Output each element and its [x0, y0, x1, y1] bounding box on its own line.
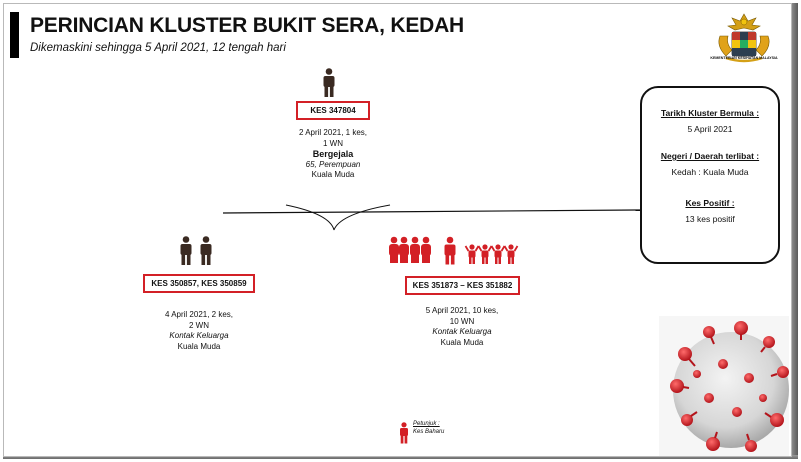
index-case-date: 2 April 2021, 1 kes, [298, 128, 368, 137]
index-case-label: KES 347804 [296, 101, 370, 120]
legend: Petunjuk : Kes Baharu [413, 421, 444, 436]
group-b-info: 5 April 2021, 10 kes, 10 WN Kontak Kelua… [402, 306, 522, 348]
group-a-relation: Kontak Keluarga [169, 331, 229, 340]
group-a-nationality: 2 WN [189, 320, 209, 330]
slide-edge-shadow-bottom [3, 455, 798, 459]
group-b-nationality: 10 WN [449, 316, 475, 326]
group-b-person-icons [389, 236, 519, 265]
page-subtitle: Dikemaskini sehingga 5 April 2021, 12 te… [30, 42, 286, 54]
index-case-person-icon [323, 68, 335, 97]
legend-person-icon [400, 422, 408, 444]
group-a-case-label: KES 350857, KES 350859 [143, 274, 255, 293]
group-a-info: 4 April 2021, 2 kes, 2 WN Kontak Keluarg… [139, 310, 259, 352]
ministry-name: KEMENTERIAN KESIHATAN MALAYSIA [710, 56, 778, 60]
cluster-summary-panel: Tarikh Kluster Bermula : 5 April 2021 Ne… [640, 86, 780, 264]
group-b-relation: Kontak Keluarga [432, 327, 492, 336]
group-a-location: Kuala Muda [177, 341, 221, 351]
page-title: PERINCIAN KLUSTER BUKIT SERA, KEDAH [30, 14, 465, 37]
legend-title: Petunjuk : [413, 421, 440, 427]
group-b-case-label: KES 351873 – KES 351882 [405, 276, 520, 295]
ministry-crest-logo [718, 13, 770, 63]
index-case-status: Bergejala [312, 149, 354, 159]
summary-positive-label: Kes Positif : [685, 198, 735, 208]
group-b-location: Kuala Muda [440, 337, 484, 347]
index-case-nationality: 1 WN [323, 138, 343, 148]
coronavirus-illustration [659, 316, 789, 456]
slide-edge-shadow [790, 3, 798, 459]
index-case-info: 2 April 2021, 1 kes, 1 WN Bergejala 65, … [273, 128, 393, 181]
summary-region-value: Kedah : Kuala Muda [671, 167, 749, 177]
legend-item-new-case: Kes Baharu [413, 428, 445, 435]
summary-start-value: 5 April 2021 [687, 124, 733, 134]
title-accent-bar [10, 12, 19, 58]
group-a-person-icons [180, 236, 212, 265]
group-b-date: 5 April 2021, 10 kes, [425, 306, 499, 315]
group-a-date: 4 April 2021, 2 kes, [164, 310, 234, 319]
summary-start-label: Tarikh Kluster Bermula : [660, 108, 760, 118]
summary-region-label: Negeri / Daerah terlibat : [660, 151, 760, 161]
summary-positive-value: 13 kes positif [685, 214, 735, 224]
index-case-detail: 65, Perempuan [305, 159, 361, 169]
index-case-location: Kuala Muda [311, 170, 355, 179]
